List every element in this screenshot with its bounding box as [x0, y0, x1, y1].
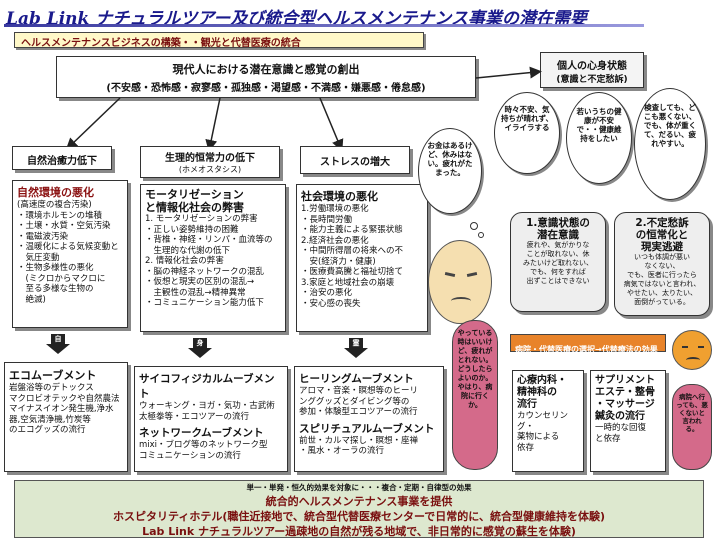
title-underline — [4, 24, 644, 27]
column-body-3-text: 1.労働環境の悪化 ・長時間労働 ・能力主義による緊張状態 2.経済社会の悪化 … — [301, 204, 404, 309]
decision-text: 病院・代替医療の選択→代替療法の効果 — [515, 345, 658, 354]
state-box-2-text: いつも体調が悪い なくない、 でも、医者に行ったら 病気ではないと言われ、 やせ… — [623, 253, 701, 306]
movement-1-title: エコムーブメント — [9, 369, 97, 382]
down-arrow-1-label: 自 — [51, 334, 65, 344]
therapy-item-2: サプリメント エステ・整骨 ・マッサージ 鍼灸の流行 一時的な回復 と依存 — [590, 370, 666, 472]
state-box-1-title: 1.意識状態の 潜在意識 — [526, 217, 590, 241]
conclusion-line-2: ホスピタリティホテル(職住近接地で、統合型代替医療センターで日常的に、統合型健康… — [113, 510, 605, 523]
thought-cloud-1: お金はあるけど、休みはない。疲れがたまった。 — [418, 128, 482, 214]
down-arrow-3-label: 霊 — [349, 338, 363, 348]
movement-3b-text: 前世・カルマ探し・瞑想・座禅 ・風水・オーラの流行 — [299, 435, 419, 457]
pink-speech-bubble: やっている時はいいけど、疲れがとれない。どうしたらよいのか。やはり、病院に行くか… — [452, 320, 498, 470]
down-arrow-2-label: 身 — [193, 338, 207, 348]
state-box-1: 1.意識状態の 潜在意識 疲れや、気がかりな ことが取れない、休 みたいけど取れ… — [510, 212, 606, 312]
conclusion-line-1: 統合的ヘルスメンテナンス事業を提供 — [265, 495, 453, 508]
column-header-3: ストレスの増大 — [300, 146, 410, 174]
thought-cloud-4: 検査しても、どこも悪くない、でも、体が重くて、だるい、疲れやすい。 — [634, 88, 706, 200]
column-header-2-label: 生理的恒常力の低下 — [165, 153, 255, 164]
pink-speech-bubble-2: 病院へ行っても、悪くないと言われる。 — [672, 384, 712, 470]
center-heading: 現代人における潜在意識と感覚の創出 — [172, 63, 360, 76]
column-header-1: 自然治癒力低下 — [12, 146, 112, 170]
down-arrow-1: 自 — [46, 334, 70, 356]
column-header-3-label: ストレスの増大 — [320, 157, 390, 168]
movement-2b-text: mixi・ブログ等のネットワーク型 コミュニケーションの流行 — [139, 440, 268, 461]
conclusion-note: 単一・単発・恒久的効果を対象に・・・複合・定期・自律型の効果 — [246, 483, 472, 492]
center-subheading: (不安感・恐怖感・寂寥感・孤独感・渇望感・不満感・嫌悪感・倦怠感) — [106, 83, 426, 94]
latent-consciousness-box: 現代人における潜在意識と感覚の創出 (不安感・恐怖感・寂寥感・孤独感・渇望感・不… — [56, 56, 476, 98]
state-box-1-text: 疲れや、気がかりな ことが取れない、休 みたいけど取れない、 でも、何をすれば … — [523, 241, 593, 285]
conclusion-line-3: Lab Link ナチュラルツアー過疎地の自然が残る地域で、非日常的に感覚の蘇生… — [142, 525, 576, 538]
therapy-item-2-title: サプリメント エステ・整骨 ・マッサージ 鍼灸の流行 — [595, 375, 655, 422]
conclusion-box: 単一・単発・恒久的効果を対象に・・・複合・定期・自律型の効果 統合的ヘルスメンテ… — [14, 480, 704, 538]
state-box-2: 2.不定愁訴 の恒常化と 現実逃避 いつも体調が悪い なくない、 でも、医者に行… — [614, 212, 710, 316]
state-box-2-title: 2.不定愁訴 の恒常化と 現実逃避 — [635, 217, 689, 253]
thought-dot-1 — [470, 222, 478, 230]
column-body-2-text: 1. モータリゼーションの弊害 ・正しい姿勢維持の困難 ・背椎・神経・リンパ・血… — [145, 214, 273, 308]
pink-speech-text: やっている時はいいけど、疲れがとれない。どうしたらよいのか。やはり、病院に行くか… — [457, 329, 493, 409]
column-body-2-title: モータリゼーション と情報化社会の弊害 — [145, 188, 244, 214]
movement-box-1: エコムーブメント 岩盤浴等のデトックス マクロビオテックや自然農法 マイナスイオ… — [4, 362, 128, 472]
column-header-2: 生理的恒常力の低下 (ホメオスタシス) — [140, 146, 280, 178]
decision-banner: 病院・代替医療の選択→代替療法の効果 — [510, 334, 666, 354]
personal-state-box: 個人の心身状態 (意識と不定愁訴) — [540, 52, 644, 88]
therapy-item-1-title: 心療内科・ 精神科の 流行 — [517, 375, 567, 410]
movement-box-3: ヒーリングムーブメント アロマ・音楽・瞑想等のヒーリ ンググッズとダイビング等の… — [294, 366, 444, 472]
thought-cloud-3: 若いうちの健康が不安で・・健康維持をしたい — [566, 92, 632, 184]
movement-3b-title: スピリチュアルムーブメント — [299, 422, 435, 435]
therapy-item-2-text: 一時的な回復 と依存 — [595, 423, 647, 444]
therapy-item-1: 心療内科・ 精神科の 流行 カウンセリング・ 薬物による 依存 — [512, 370, 584, 472]
down-arrow-3: 霊 — [344, 338, 368, 360]
therapy-item-1-text: カウンセリング・ 薬物による 依存 — [517, 411, 569, 453]
column-body-1-text: (高速度の複合汚染) ・環境ホルモンの堆積 ・土壌・水質・空気汚染 ・電磁波汚染… — [17, 200, 119, 305]
column-header-1-label: 自然治癒力低下 — [27, 156, 97, 167]
column-body-1: 自然環境の悪化 (高速度の複合汚染) ・環境ホルモンの堆積 ・土壌・水質・空気汚… — [12, 180, 128, 328]
column-body-3: 社会環境の悪化 1.労働環境の悪化 ・長時間労働 ・能力主義による緊張状態 2.… — [296, 184, 428, 332]
pink-speech-text-2: 病院へ行っても、悪くないと言われる。 — [676, 393, 708, 433]
column-body-3-title: 社会環境の悪化 — [301, 190, 378, 203]
worried-face-icon — [428, 240, 492, 324]
movement-2-text: ウォーキング・ヨガ・気功・古武術 太極拳等・エコツアーの流行 — [139, 401, 275, 422]
movement-2b-title: ネットワークムーブメント — [139, 427, 264, 439]
column-body-1-title: 自然環境の悪化 — [17, 186, 94, 199]
small-worried-face-icon — [672, 330, 712, 370]
movement-3-title: ヒーリングムーブメント — [299, 373, 414, 385]
personal-state-title: 個人の心身状態 — [557, 61, 627, 72]
column-body-2: モータリゼーション と情報化社会の弊害 1. モータリゼーションの弊害 ・正しい… — [140, 184, 286, 332]
column-header-2-sub: (ホメオスタシス) — [178, 165, 242, 174]
movement-3-text: アロマ・音楽・瞑想等のヒーリ ンググッズとダイビング等の 参加・体験型エコツアー… — [299, 386, 419, 417]
theme-banner: ヘルスメンテナンスビジネスの構築・・観光と代替医療の統合 — [14, 32, 424, 49]
down-arrow-2: 身 — [188, 338, 212, 360]
personal-state-subtitle: (意識と不定愁訴) — [556, 75, 628, 85]
movement-1-text: 岩盤浴等のデトックス マクロビオテックや自然農法 マイナスイオン発生機,浄水 器… — [9, 383, 120, 435]
thought-cloud-2: 時々不安、気持ちが晴れず、イライラする — [494, 92, 560, 174]
movement-2-title: サイコフィジカルムーブメント — [139, 373, 275, 400]
movement-box-2: サイコフィジカルムーブメント ウォーキング・ヨガ・気功・古武術 太極拳等・エコツ… — [134, 366, 288, 472]
thought-dot-2 — [478, 232, 484, 238]
